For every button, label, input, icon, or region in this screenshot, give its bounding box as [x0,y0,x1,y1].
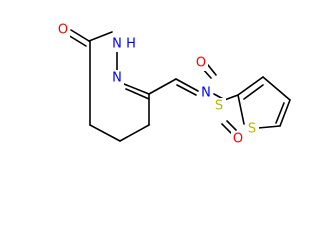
bond-n2-c3-double [123,83,150,95]
bond-s-o-top-inner [207,64,217,76]
bond-s-o-bottom-inner [221,123,232,134]
atom-s-sulfonyl: S [215,99,223,114]
atom-s-thiophene: S [248,122,256,137]
atom-o-carbonyl: O [58,23,68,38]
bond-c5-c6a [89,124,121,142]
bond-ch-n-double [175,78,199,92]
bond-s-o-bottom [226,120,237,131]
atom-labels: O N H N N S O O S [56,22,259,147]
bond-c6-n1 [88,31,113,42]
atom-n2: N [112,71,122,86]
atom-n1: N [112,37,122,52]
bond-c2-c3t-inner [243,84,264,100]
structure-svg: O N H N N S O O S [56,22,291,147]
bond-c2-c3t [237,76,264,96]
atom-h-on-n1: H [126,37,136,52]
bond-ch-n-double-inner [176,84,197,96]
molecule-diagram: O N H N N S O O S [56,22,291,147]
atom-n-imine: N [201,86,211,101]
bond-c6-o-double-inner [67,34,87,47]
bond-c4t-c5t [279,99,291,127]
bond-c6-o-double [70,29,90,42]
bond-c4t-c5t-inner [275,102,285,124]
bond-c3-ch [148,78,177,95]
bond-c3t-c4t [262,76,291,101]
bond-c4-c5 [119,124,150,142]
bond-s-c2t [237,94,245,125]
bond-n2-c3-double-inner [125,88,150,100]
atom-o-sulfonyl-top: O [196,56,206,71]
atom-o-sulfonyl-bottom: O [233,132,243,147]
bond-c5t-s [257,125,281,129]
